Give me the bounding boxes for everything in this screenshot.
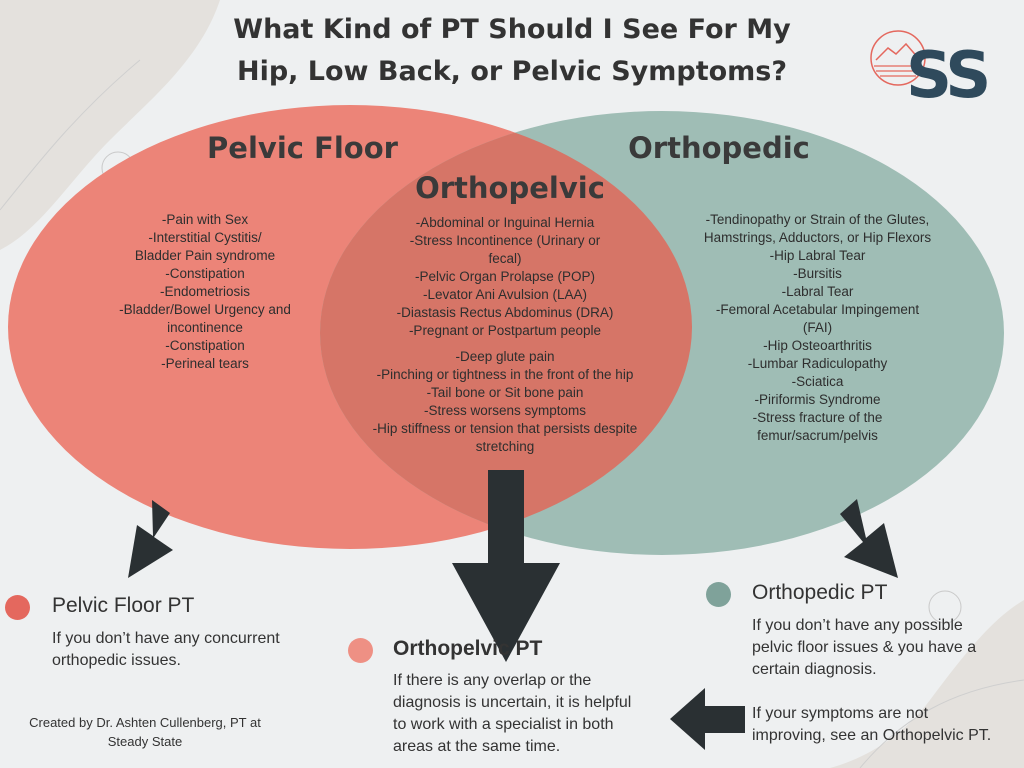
arrow-down-center-icon bbox=[452, 470, 560, 662]
pelvic-floor-pt-title: Pelvic Floor PT bbox=[52, 594, 195, 617]
page-title-line1: What Kind of PT Should I See For My bbox=[233, 14, 791, 45]
symptom-item: -Levator Ani Avulsion (LAA) bbox=[422, 287, 588, 302]
symptom-item: -Stress worsens symptoms bbox=[423, 403, 587, 418]
decorative-curve-left bbox=[0, 59, 141, 211]
symptom-item: -Interstitial Cystitis/ bbox=[148, 230, 262, 245]
pelvic-floor-symptom-list: -Pain with Sex -Interstitial Cystitis/Bla… bbox=[70, 211, 340, 373]
symptom-item: -Stress Incontinence (Urinary or bbox=[409, 233, 601, 248]
symptom-item: -Abdominal or Inguinal Hernia bbox=[415, 215, 595, 230]
symptom-item: -Pelvic Organ Prolapse (POP) bbox=[414, 269, 596, 284]
pelvic-floor-dot-icon bbox=[5, 595, 30, 620]
arrow-down-left-icon bbox=[128, 500, 173, 578]
symptom-item: -Constipation bbox=[165, 266, 245, 281]
pelvic-floor-heading: Pelvic Floor bbox=[207, 131, 398, 165]
background-blob-bottom-right bbox=[830, 600, 1024, 768]
decorative-ring-right bbox=[928, 590, 962, 624]
symptom-item: -Bladder/Bowel Urgency and bbox=[119, 302, 291, 317]
symptom-item: -Deep glute pain bbox=[455, 349, 555, 364]
symptom-item: -Hip stiffness or tension that persists … bbox=[372, 421, 638, 436]
orthopedic-pt-desc-line1: If you don’t have any possible bbox=[752, 617, 963, 634]
symptom-item: Bladder Pain syndrome bbox=[134, 248, 276, 263]
symptom-item: -Pain with Sex bbox=[161, 212, 249, 227]
arrow-down-right-icon bbox=[840, 499, 898, 578]
symptom-item: -Sciatica bbox=[791, 374, 844, 389]
orthopedic-dot-icon bbox=[706, 582, 731, 607]
symptom-item: femur/sacrum/pelvis bbox=[757, 428, 878, 443]
mountain-sun-logo-icon bbox=[870, 30, 926, 86]
orthopedic-pt-note-line2: improving, see an Orthopelvic PT. bbox=[752, 727, 992, 744]
orthopelvic-symptom-list-a: -Abdominal or Inguinal Hernia -Stress Inc… bbox=[350, 214, 660, 340]
orthopelvic-overlap bbox=[320, 111, 692, 549]
decorative-curve-right bbox=[859, 679, 1024, 768]
symptom-item: incontinence bbox=[167, 320, 243, 335]
symptom-item: (FAI) bbox=[802, 320, 833, 335]
logo-text: SS bbox=[906, 39, 991, 113]
symptom-item: fecal) bbox=[488, 251, 522, 266]
orthopelvic-pt-desc-line1: If there is any overlap or the bbox=[393, 672, 592, 689]
orthopedic-pt-title: Orthopedic PT bbox=[752, 581, 888, 604]
symptom-item: Hamstrings, Adductors, or Hip Flexors bbox=[703, 230, 932, 245]
orthopelvic-heading: Orthopelvic bbox=[415, 171, 605, 205]
symptom-item: stretching bbox=[475, 439, 535, 454]
orthopelvic-dot-icon bbox=[348, 638, 373, 663]
orthopelvic-pt-desc-line2: diagnosis is uncertain, it is helpful bbox=[393, 694, 632, 711]
symptom-item: -Pinching or tightness in the front of t… bbox=[376, 367, 634, 382]
pelvic-floor-pt-desc-line2: orthopedic issues. bbox=[52, 652, 181, 669]
arrow-left-icon bbox=[670, 688, 745, 750]
symptom-item: -Hip Labral Tear bbox=[769, 248, 866, 263]
pelvic-floor-pt-desc-line1: If you don’t have any concurrent bbox=[52, 630, 280, 647]
orthopelvic-pt-desc-line3: to work with a specialist in both bbox=[393, 716, 614, 733]
page-title-line2: Hip, Low Back, or Pelvic Symptoms? bbox=[236, 56, 788, 87]
orthopelvic-symptom-list-b: -Deep glute pain -Pinching or tightness i… bbox=[350, 348, 660, 456]
orthopedic-symptom-list: -Tendinopathy or Strain of the Glutes, Ha… bbox=[680, 211, 955, 445]
symptom-item: -Lumbar Radiculopathy bbox=[747, 356, 888, 371]
symptom-item: -Perineal tears bbox=[161, 356, 249, 371]
symptom-item: -Endometriosis bbox=[159, 284, 251, 299]
symptom-item: -Hip Osteoarthritis bbox=[763, 338, 872, 353]
orthopedic-pt-note-line1: If your symptoms are not bbox=[752, 705, 929, 722]
symptom-item: -Bursitis bbox=[793, 266, 842, 281]
credit-line2: Steady State bbox=[107, 734, 183, 749]
symptom-item: -Tendinopathy or Strain of the Glutes, bbox=[705, 212, 930, 227]
symptom-item: -Femoral Acetabular Impingement bbox=[715, 302, 920, 317]
orthopedic-pt-desc-line2: pelvic floor issues & you have a bbox=[752, 639, 977, 656]
symptom-item: -Piriformis Syndrome bbox=[754, 392, 881, 407]
symptom-item: -Labral Tear bbox=[781, 284, 854, 299]
orthopedic-pt-desc-line3: certain diagnosis. bbox=[752, 661, 877, 678]
symptom-item: -Constipation bbox=[165, 338, 245, 353]
symptom-item: -Tail bone or Sit bone pain bbox=[426, 385, 584, 400]
orthopelvic-pt-desc-line4: areas at the same time. bbox=[393, 738, 561, 755]
orthopedic-heading: Orthopedic bbox=[628, 131, 810, 165]
credit-line1: Created by Dr. Ashten Cullenberg, PT at bbox=[29, 715, 261, 730]
symptom-item: -Pregnant or Postpartum people bbox=[408, 323, 602, 338]
symptom-item: -Stress fracture of the bbox=[752, 410, 883, 425]
orthopelvic-pt-title: Orthopelvic PT bbox=[393, 637, 543, 660]
symptom-item: -Diastasis Rectus Abdominus (DRA) bbox=[396, 305, 614, 320]
background-blob-top-left bbox=[0, 0, 220, 250]
